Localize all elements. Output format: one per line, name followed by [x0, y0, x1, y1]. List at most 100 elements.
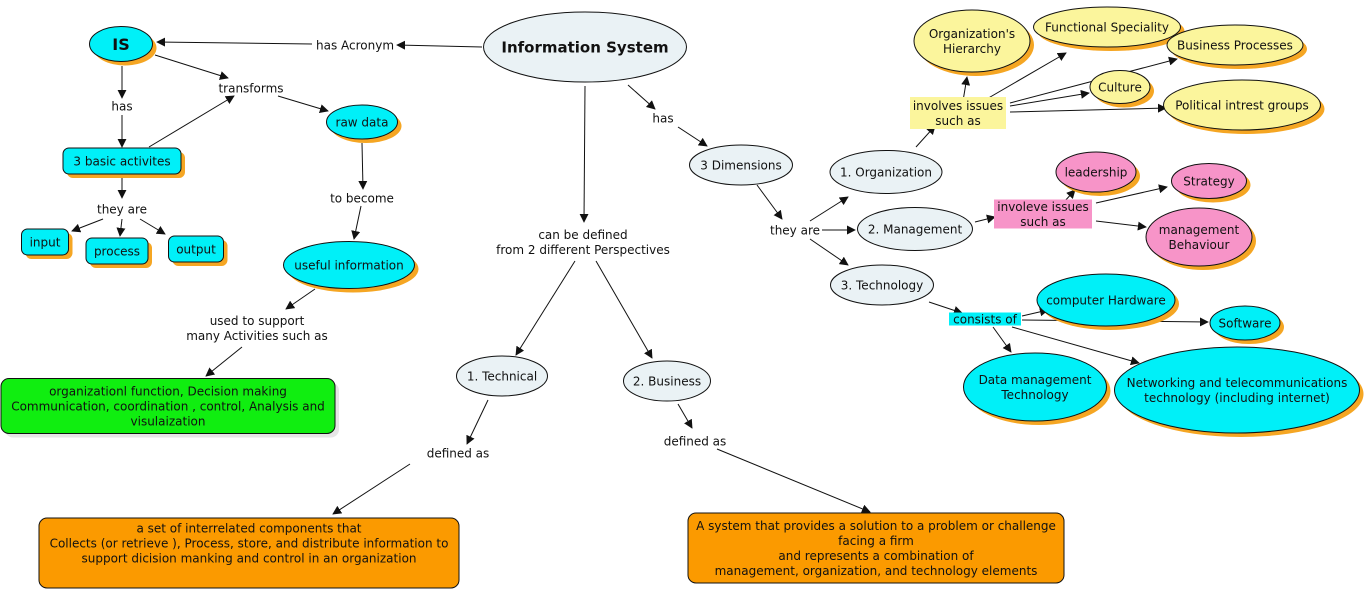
concept-technical-text: 1. Technical — [467, 369, 537, 383]
link-can-be-defined-text-line-1: can be defined — [538, 228, 627, 242]
edge-basic-transforms — [148, 95, 235, 148]
concept-input[interactable]: input — [21, 228, 73, 259]
concept-output[interactable]: output — [168, 235, 228, 266]
concept-management[interactable]: 2. Management — [857, 207, 973, 251]
edge-org-involves — [915, 125, 936, 148]
concept-basic-activities[interactable]: 3 basic activites — [62, 147, 185, 178]
concept-dimensions[interactable]: 3 Dimensions — [689, 144, 793, 186]
concept-management-shape — [857, 207, 973, 251]
link-consists-of-text: consists of — [953, 312, 1017, 326]
link-involves-issues-text-line-1: involves issues — [913, 99, 1003, 113]
edge-has2-dimensions — [677, 126, 708, 147]
link-consists-of-bg — [949, 312, 1021, 326]
link-has-2-text: has — [652, 111, 673, 125]
concept-business-definition[interactable]: A system that provides a solution to a p… — [687, 512, 1065, 584]
concept-computer-hardware[interactable]: computer Hardware — [1036, 273, 1179, 330]
edge-mgmt-involeve — [974, 214, 996, 224]
concept-networking[interactable]: Networking and telecommunicationstechnol… — [1114, 346, 1364, 437]
concept-mgmt-behaviour-text-line-1: management — [1159, 223, 1240, 237]
concept-process[interactable]: process — [85, 237, 152, 268]
link-involeve-issues-text-line-2: such as — [1020, 215, 1065, 229]
concept-functional-speciality-shape — [1033, 6, 1181, 48]
concept-useful-information[interactable]: useful information — [283, 241, 419, 293]
link-to-become-text: to become — [330, 191, 394, 205]
link-has-acronym: has Acronym — [316, 38, 394, 52]
concept-technical-definition-text-line-3: support dicision manking and control in … — [81, 551, 416, 565]
link-consists-of: consists of — [949, 312, 1021, 326]
concept-dimensions-shape — [689, 144, 793, 186]
concept-technical-definition[interactable]: a set of interrelated components thatCol… — [38, 517, 460, 589]
concept-software-shape — [1209, 305, 1281, 341]
concept-software[interactable]: Software — [1209, 305, 1284, 344]
concept-business-processes[interactable]: Business Processes — [1166, 24, 1307, 69]
concept-useful-information-shape — [283, 241, 415, 289]
concept-business[interactable]: 2. Business — [623, 360, 711, 402]
edge-useful-usedto — [285, 288, 316, 310]
link-has-1: has — [111, 99, 132, 113]
concept-is[interactable]: IS — [89, 26, 157, 66]
concept-activities[interactable]: organizationl function, Decision makingC… — [0, 378, 339, 438]
concept-organization[interactable]: 1. Organization — [829, 150, 943, 194]
link-they-are-1-text: they are — [97, 202, 147, 216]
concept-data-mgmt-text-line-1: Data management — [979, 373, 1092, 387]
concept-networking-text-line-2: technology (including internet) — [1144, 391, 1330, 405]
concept-business-definition-text-line-3: and represents a combination of — [778, 549, 974, 563]
concept-technology[interactable]: 3. Technology — [830, 264, 934, 306]
concept-computer-hardware-shape — [1036, 273, 1176, 327]
concept-business-definition-text-line-2: facing a firm — [838, 534, 914, 548]
concept-information-system-text: Information System — [501, 38, 668, 56]
concept-raw-data[interactable]: raw data — [326, 104, 402, 143]
edge-involeve-strategy — [1095, 184, 1168, 204]
concept-input-text: input — [30, 235, 61, 249]
concept-data-mgmt-text-line-2: Technology — [1000, 388, 1068, 402]
concept-functional-speciality[interactable]: Functional Speciality — [1033, 6, 1185, 51]
concept-is-text: IS — [112, 35, 129, 54]
concept-activities-shape — [0, 378, 336, 434]
concept-organization-shape — [829, 150, 943, 194]
link-has-1-text: has — [111, 99, 132, 113]
edge-definedas-techdef — [332, 463, 411, 515]
edge-consists-datamgmt — [992, 326, 1012, 353]
concept-process-shape — [85, 237, 149, 265]
edge-is-candefine — [579, 85, 589, 223]
concept-strategy[interactable]: Strategy — [1171, 163, 1251, 203]
link-they-are-2-text: they are — [770, 223, 820, 237]
concept-political-groups[interactable]: Political intrest groups — [1163, 79, 1325, 134]
concept-political-groups-shape — [1163, 79, 1321, 131]
edge-is-hasacronym — [396, 40, 483, 50]
link-transforms-text: transforms — [218, 81, 283, 95]
concept-technical[interactable]: 1. Technical — [456, 355, 548, 397]
concept-technology-text: 3. Technology — [841, 278, 923, 292]
concept-information-system[interactable]: Information System — [483, 11, 687, 83]
concept-culture-shape — [1089, 70, 1151, 104]
edge-theyare-process — [116, 218, 126, 237]
edge-transforms-rawdata — [277, 95, 329, 113]
edge-theyare-org — [809, 196, 849, 222]
concept-business-shape — [623, 360, 711, 402]
concept-technical-definition-shape — [38, 517, 460, 589]
concept-technical-definition-text-line-2: Collects (or retrieve ), Process, store,… — [50, 536, 449, 550]
edge-definedas2-busdef — [716, 448, 871, 514]
concept-business-definition-text-line-1: A system that provides a solution to a p… — [696, 519, 1056, 533]
link-defined-as-1: defined as — [427, 446, 490, 460]
concept-political-groups-text: Political intrest groups — [1175, 98, 1309, 112]
link-defined-as-2: defined as — [664, 434, 727, 448]
concept-activities-text-line-2: Communication, coordination , control, A… — [11, 399, 325, 413]
concept-networking-text-line-1: Networking and telecommunications — [1127, 376, 1348, 390]
link-has-acronym-text: has Acronym — [316, 38, 394, 52]
edge-tech-consists — [928, 301, 963, 315]
edge-is-has2 — [627, 84, 656, 110]
edge-candefine-technical — [515, 260, 576, 356]
concept-leadership[interactable]: leadership — [1055, 151, 1140, 196]
concept-data-mgmt-shape — [963, 352, 1107, 422]
concept-useful-information-text: useful information — [294, 258, 403, 272]
concept-management-text: 2. Management — [868, 222, 963, 236]
concept-org-hierarchy-text-line-1: Organization's — [929, 27, 1015, 41]
concept-culture[interactable]: Culture — [1089, 70, 1154, 108]
link-to-become: to become — [330, 191, 394, 205]
